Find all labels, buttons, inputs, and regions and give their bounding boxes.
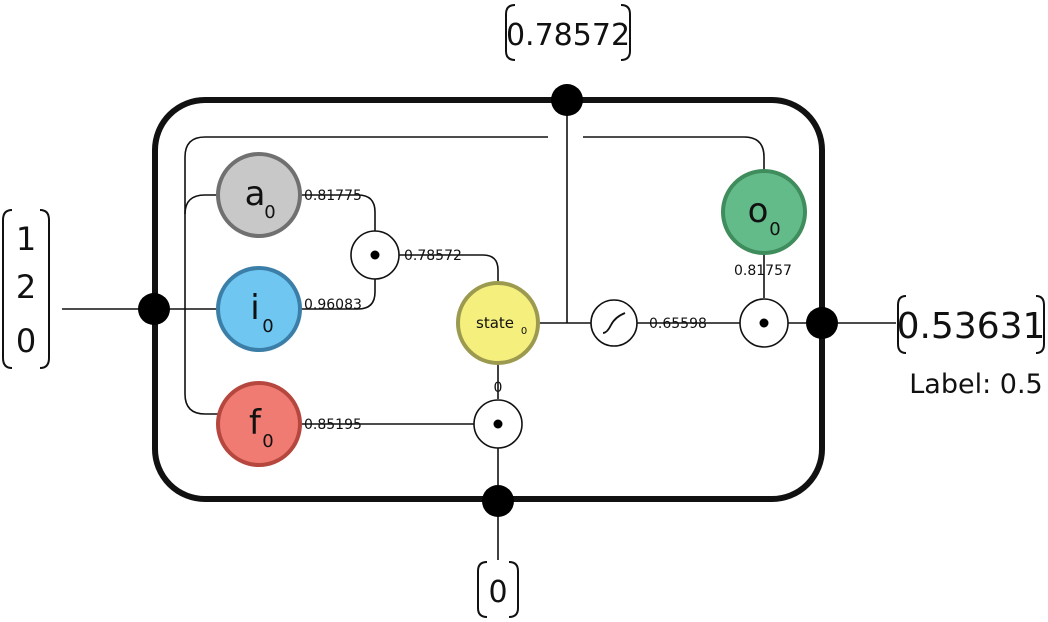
- gate-o-letter: o: [748, 191, 769, 231]
- junction-dot-top: [551, 84, 583, 116]
- gate-i-sub: 0: [262, 316, 273, 337]
- output: 0.53631 Label: 0.5: [897, 295, 1046, 400]
- hidden-bracket-left: [505, 4, 516, 61]
- gate-f: f 0: [216, 381, 302, 467]
- gate-f-sub: 0: [262, 431, 273, 452]
- gate-f-circle: [216, 381, 302, 467]
- gate-o-circle: [721, 169, 807, 255]
- hidden-bracket-right: [620, 4, 631, 61]
- tanh-icon: [602, 312, 626, 334]
- junction-dot-left: [138, 293, 170, 325]
- cell-state-sub: 0: [521, 326, 527, 337]
- junction-dot-bottom: [482, 485, 514, 517]
- output-value: 0.53631: [897, 306, 1046, 347]
- output-bracket-left: [897, 295, 907, 354]
- cell-state: state 0: [456, 281, 540, 365]
- input-value-2: 0: [16, 322, 36, 360]
- hidden-input: 0.78572: [505, 4, 631, 61]
- product-ai: [350, 230, 400, 280]
- tanh-operator: [590, 299, 638, 347]
- input-value-1: 2: [16, 268, 36, 306]
- state-bracket-right: [508, 561, 519, 618]
- value-o-out: 0.81757: [734, 263, 792, 279]
- label-text: Label: 0.5: [909, 369, 1042, 400]
- product-forget-dot: [493, 419, 503, 429]
- input-bracket-left: [2, 209, 13, 369]
- cell-state-label: state: [476, 314, 514, 332]
- gate-a-sub: 0: [264, 202, 275, 223]
- product-output: [739, 298, 789, 348]
- input-bracket-right: [39, 209, 50, 369]
- value-a-out: 0.81775: [304, 188, 362, 204]
- tanh-circle: [590, 299, 638, 347]
- value-i-out: 0.96083: [304, 297, 362, 313]
- gate-i-circle: [216, 266, 302, 352]
- gate-a-circle: [216, 152, 302, 238]
- gate-a-letter: a: [245, 174, 266, 214]
- hidden-input-value: 0.78572: [506, 18, 630, 53]
- product-output-dot: [759, 318, 769, 328]
- input-value-0: 1: [16, 220, 36, 258]
- gate-o-sub: 0: [769, 219, 780, 240]
- value-tanh-out: 0.65598: [649, 316, 707, 332]
- output-bracket-right: [1035, 295, 1045, 354]
- junction-dot-right: [806, 307, 838, 339]
- value-f-out: 0.85195: [304, 417, 362, 433]
- cell-state-input-value: 0: [488, 575, 507, 610]
- gate-f-letter: f: [249, 403, 262, 443]
- cell-state-input: 0: [477, 561, 519, 618]
- product-forget: [473, 399, 523, 449]
- state-bracket-left: [477, 561, 488, 618]
- gate-o: o 0: [721, 169, 807, 255]
- gate-i: i 0: [216, 266, 302, 352]
- value-state-prev: 0: [494, 380, 503, 396]
- gate-a: a 0: [216, 152, 302, 238]
- value-ai-product: 0.78572: [404, 248, 462, 264]
- cell-state-circle: [456, 281, 540, 365]
- product-ai-dot: [370, 250, 380, 260]
- input-vector: 1 2 0: [2, 209, 50, 369]
- gate-i-letter: i: [250, 288, 259, 328]
